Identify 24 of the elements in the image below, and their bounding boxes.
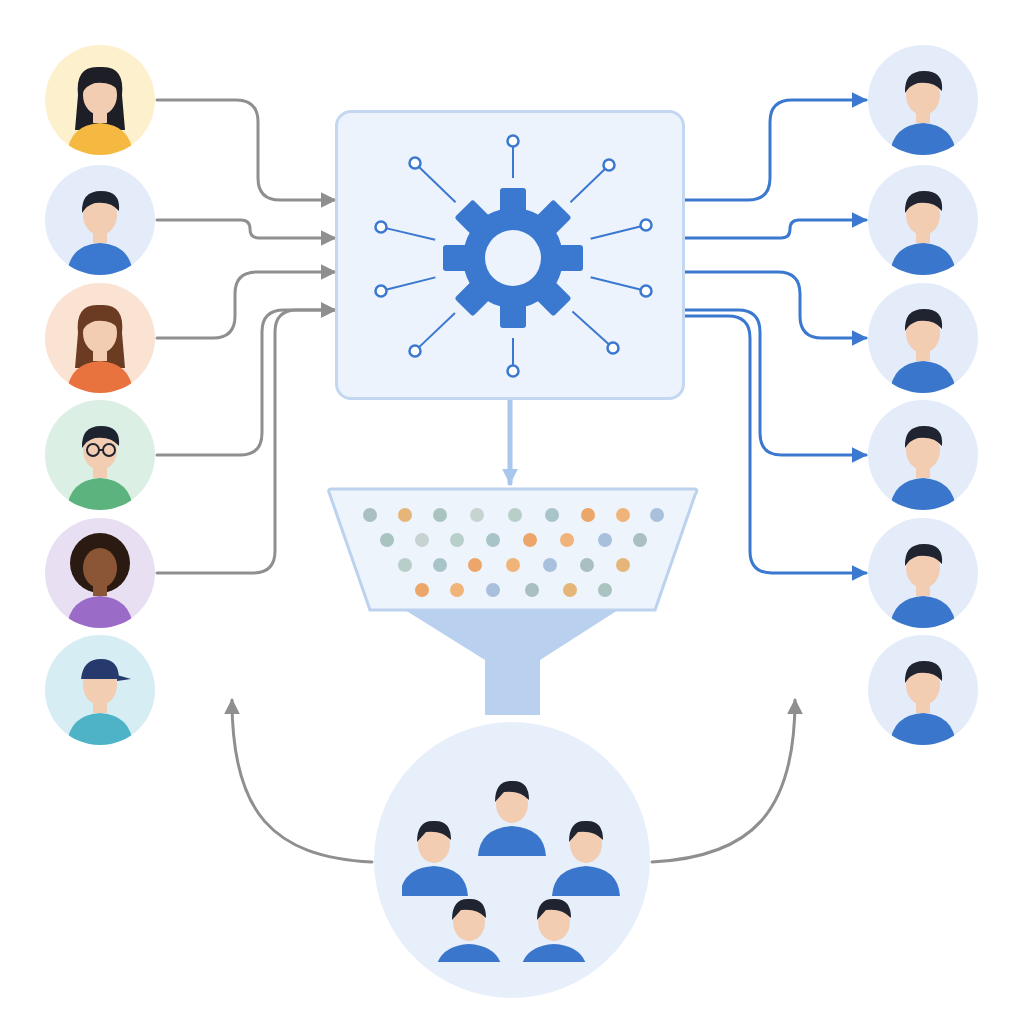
funnel-drawing [325,485,700,715]
arrow [683,308,868,463]
arrow [155,218,337,246]
arrow [683,314,868,581]
person-avatar [868,518,978,628]
person-avatar [45,165,155,275]
arrow [683,212,868,240]
arrow [224,698,374,864]
arrow [155,98,337,208]
arrow [155,302,337,575]
person-avatar [868,283,978,393]
person-avatar [868,635,978,745]
person-avatar [868,400,978,510]
person-avatar [868,165,978,275]
arrow [683,270,868,346]
arrow [683,92,868,202]
person-avatar [45,45,155,155]
person-avatar [45,400,155,510]
person-avatar [45,283,155,393]
arrow [155,264,337,340]
person-avatar [868,45,978,155]
person-avatar [45,518,155,628]
person-avatar [45,635,155,745]
arrow [650,698,803,864]
